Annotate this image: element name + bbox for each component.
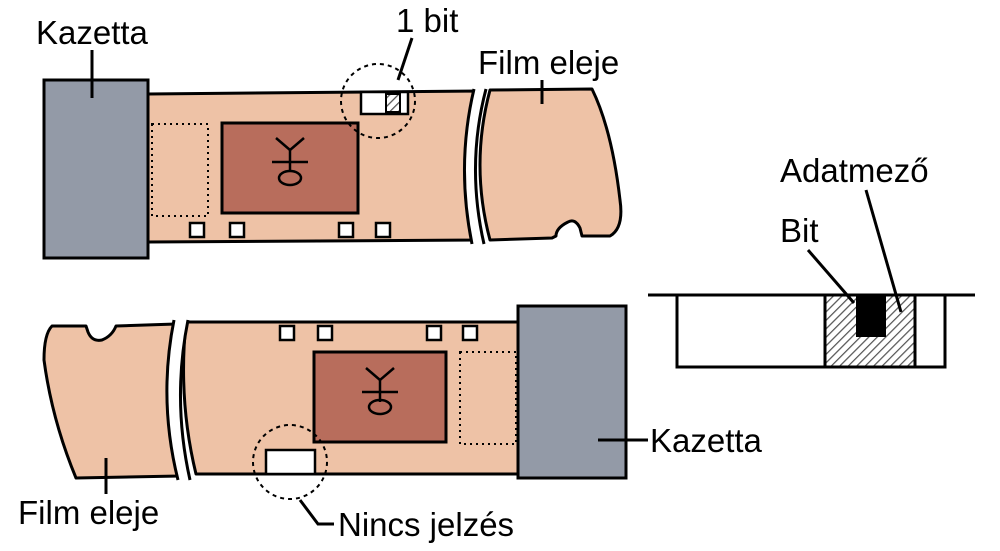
no-mark-label: Nincs jelzés <box>338 506 514 543</box>
top-film-leader <box>478 87 623 242</box>
bottom-film-empty-frame <box>459 351 517 445</box>
detail-bit <box>856 295 886 337</box>
data-field-detail <box>648 293 975 369</box>
top-bit-highlight-circle <box>340 63 416 139</box>
top-cassette <box>42 78 150 260</box>
bottom-perforation <box>278 324 296 342</box>
top-film-empty-frame <box>151 123 209 217</box>
bottom-frame-figure <box>362 367 398 416</box>
bottom-cassette <box>516 304 628 480</box>
bottom-cassette-label: Kazetta <box>650 422 763 459</box>
top-perforation <box>188 221 206 239</box>
bottom-perforation <box>425 324 443 342</box>
bottom-film-leader <box>42 322 182 480</box>
bottom-film-break <box>166 320 190 480</box>
top-film-assembly <box>42 63 623 260</box>
data-field-leader-line <box>864 189 903 313</box>
top-film-start-label: Film eleje <box>478 44 619 81</box>
top-perforation <box>228 221 246 239</box>
one-bit-leader-line <box>396 37 414 81</box>
bit-leader-line <box>806 249 856 304</box>
top-perforation <box>337 221 355 239</box>
top-perforation <box>374 221 392 239</box>
bottom-no-mark-circle <box>252 424 328 500</box>
one-bit-label: 1 bit <box>396 2 458 39</box>
data-field-label: Adatmező <box>780 152 929 189</box>
bit-label: Bit <box>780 212 819 249</box>
top-cassette-label: Kazetta <box>36 14 149 51</box>
bottom-perforation <box>461 324 479 342</box>
top-frame-figure <box>272 137 308 187</box>
no-mark-leader-line <box>298 499 334 526</box>
top-data-bit <box>385 93 401 113</box>
bottom-film-start-label: Film eleje <box>18 494 159 531</box>
bottom-film-assembly <box>42 304 628 500</box>
bottom-data-field <box>264 448 317 476</box>
bottom-perforation <box>316 324 334 342</box>
